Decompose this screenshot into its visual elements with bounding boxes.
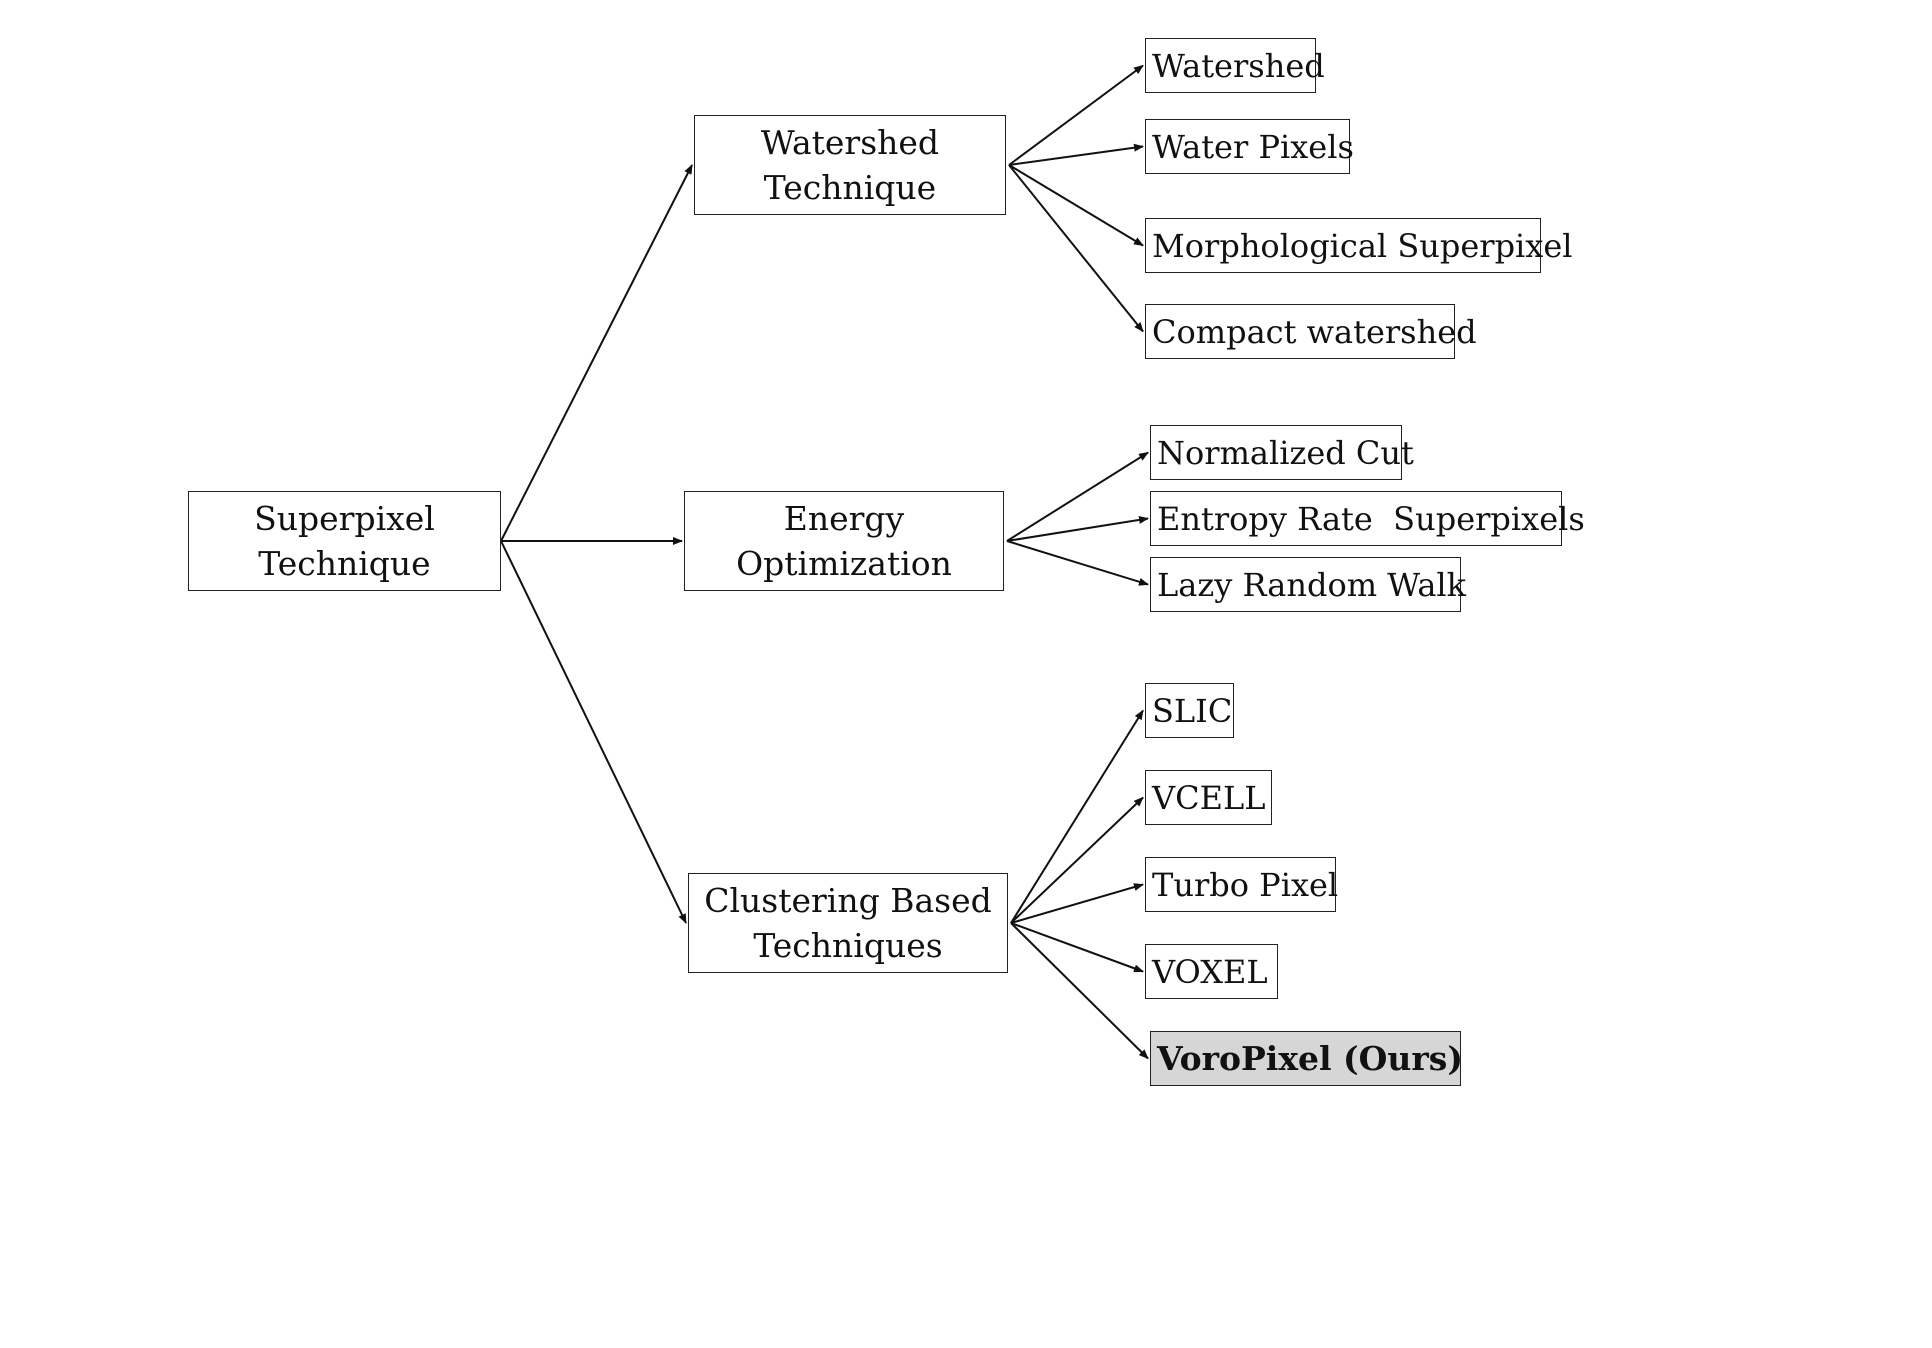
category-label-line1: Energy	[783, 499, 905, 538]
edge-category-2-to-leaf-4	[1010, 922, 1149, 1060]
edge-category-2-to-leaf-2	[1010, 883, 1144, 924]
category-node-clustering-based: Clustering Based Techniques	[688, 873, 1008, 973]
edge-category-1-to-leaf-1	[1006, 515, 1149, 542]
edge-category-0-to-leaf-0	[1008, 64, 1144, 166]
leaf-node-turbo-pixel: Turbo Pixel	[1145, 857, 1338, 912]
category-node-watershed-technique: Watershed Technique	[694, 115, 1006, 215]
leaf-node-lazy-random-walk: Lazy Random Walk	[1150, 557, 1466, 612]
category-label-line1: Watershed	[760, 123, 940, 162]
category-label-line1: Clustering Based	[704, 881, 992, 920]
leaf-node-normalized-cut: Normalized Cut	[1150, 425, 1414, 480]
leaf-node-vcell: VCELL	[1145, 770, 1272, 825]
leaf-node-slic: SLIC	[1145, 683, 1234, 738]
category-label-line2: Techniques	[753, 926, 943, 965]
leaf-node-compact-watershed: Compact watershed	[1145, 304, 1477, 359]
category-label-line2: Technique	[763, 168, 937, 207]
edge-category-2-to-leaf-1	[1010, 796, 1144, 924]
edge-category-1-to-leaf-0	[1006, 451, 1149, 542]
root-node-superpixel-technique: Superpixel Technique	[188, 491, 501, 591]
root-label-line1: Superpixel	[254, 499, 435, 538]
root-label-line2: Technique	[258, 544, 431, 583]
edge-root-to-category-0	[500, 164, 693, 542]
leaf-node-water-pixels: Water Pixels	[1145, 119, 1354, 174]
edge-root-to-category-2	[500, 540, 687, 924]
leaf-node-entropy-rate-superpixels: Entropy Rate Superpixels	[1150, 491, 1585, 546]
category-node-energy-optimization: Energy Optimization	[684, 491, 1004, 591]
leaf-node-voxel: VOXEL	[1145, 944, 1278, 999]
edge-category-0-to-leaf-3	[1008, 164, 1144, 333]
edge-category-1-to-leaf-2	[1006, 540, 1149, 586]
leaf-node-voropixel-ours: VoroPixel (Ours)	[1150, 1031, 1463, 1086]
leaf-node-morphological-superpixel: Morphological Superpixel	[1145, 218, 1573, 273]
leaf-node-watershed: Watershed	[1145, 38, 1325, 93]
edge-category-0-to-leaf-2	[1008, 164, 1144, 247]
edge-category-2-to-leaf-0	[1010, 709, 1144, 924]
edge-category-0-to-leaf-1	[1008, 143, 1144, 166]
edge-category-2-to-leaf-3	[1010, 922, 1144, 973]
category-label-line2: Optimization	[736, 544, 952, 583]
